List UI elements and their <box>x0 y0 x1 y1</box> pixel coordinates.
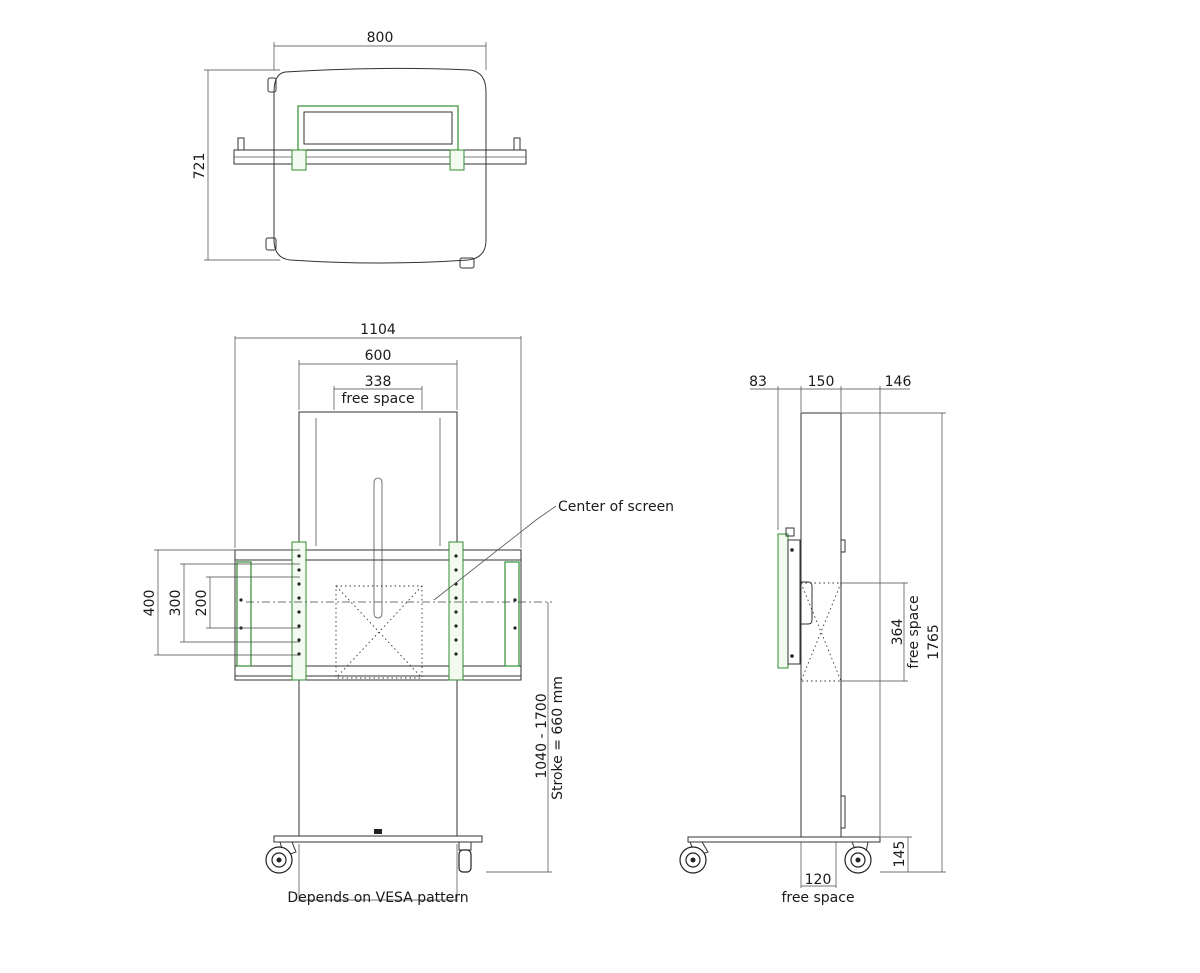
front-center-slot <box>373 477 383 619</box>
side-mount-cap <box>785 527 795 537</box>
dim-label-83: 83 <box>749 374 767 390</box>
front-frame-top-rail <box>234 549 522 561</box>
top-view-knob <box>265 237 277 251</box>
front-base-plate <box>273 835 483 843</box>
dim-label-145: 145 <box>892 841 908 868</box>
top-view-body <box>273 67 487 264</box>
front-free-space-label: free space <box>341 391 414 407</box>
top-view-rail-end <box>513 137 521 151</box>
side-handle <box>800 581 813 625</box>
top-view-knob <box>459 257 475 269</box>
top-view-rail-end <box>237 137 245 151</box>
front-frame-side-green <box>236 561 252 667</box>
side-mount-hole <box>790 548 794 552</box>
front-bracket-holes <box>239 554 517 656</box>
side-mount-hole <box>790 654 794 658</box>
side-mount-arm <box>787 539 801 665</box>
top-view-knob <box>267 77 277 93</box>
front-wheel-left <box>265 841 297 874</box>
side-free-space-cross <box>800 582 842 682</box>
dim-label-600: 600 <box>365 348 392 364</box>
dim-label-300: 300 <box>168 590 184 617</box>
front-free-space-cross <box>335 585 423 679</box>
side-base-plate <box>687 836 881 843</box>
dim-label-800: 800 <box>367 30 394 46</box>
dim-label-338: 338 <box>365 374 392 390</box>
front-logo <box>374 829 382 834</box>
center-of-screen-label: Center of screen <box>558 499 674 515</box>
top-view: 800 721 <box>192 30 527 269</box>
center-of-screen-leader <box>433 505 557 601</box>
dim-label-150: 150 <box>808 374 835 390</box>
dim-label-height-range: 1040 - 1700 <box>534 693 550 778</box>
front-column-upper <box>298 411 458 551</box>
dim-label-120: 120 <box>805 872 832 888</box>
front-view: 1104 600 338 free space 400 300 200 Cent… <box>142 322 674 906</box>
dim-label-1104: 1104 <box>360 322 396 338</box>
side-free-space-cross <box>800 582 842 682</box>
side-knob <box>840 539 846 553</box>
dim-label-stroke: Stroke = 660 mm <box>550 676 566 800</box>
front-frame-bottom-rail <box>234 665 522 677</box>
top-view-mount-inner <box>303 111 453 145</box>
side-free-space-vertical: free space <box>906 595 922 668</box>
side-mount-plate <box>777 533 789 669</box>
front-column-lower <box>298 679 458 837</box>
top-view-bracket <box>291 149 307 171</box>
side-knob <box>840 795 846 829</box>
bottom-vesa-note: Depends on VESA pattern <box>287 890 468 906</box>
side-free-space-box <box>800 582 842 682</box>
front-free-space-cross <box>335 585 423 679</box>
dim-label-400: 400 <box>142 590 158 617</box>
front-wheel-right <box>458 841 472 873</box>
side-wheel-left <box>679 841 709 874</box>
dim-label-200: 200 <box>194 590 210 617</box>
dim-label-146: 146 <box>885 374 912 390</box>
side-bottom-free-space: free space <box>781 890 854 906</box>
dim-label-721: 721 <box>192 153 208 180</box>
dim-label-364: 364 <box>890 619 906 646</box>
top-view-mount <box>297 105 459 151</box>
side-view: 83 150 146 364 free space 1765 145 120 f… <box>679 374 946 906</box>
front-free-space-box <box>335 585 423 679</box>
top-view-bracket <box>449 149 465 171</box>
side-wheel-right <box>844 841 872 874</box>
dim-label-1765: 1765 <box>926 624 942 660</box>
side-column <box>800 412 842 838</box>
front-frame-side-green <box>504 561 520 667</box>
front-frame <box>234 549 522 681</box>
